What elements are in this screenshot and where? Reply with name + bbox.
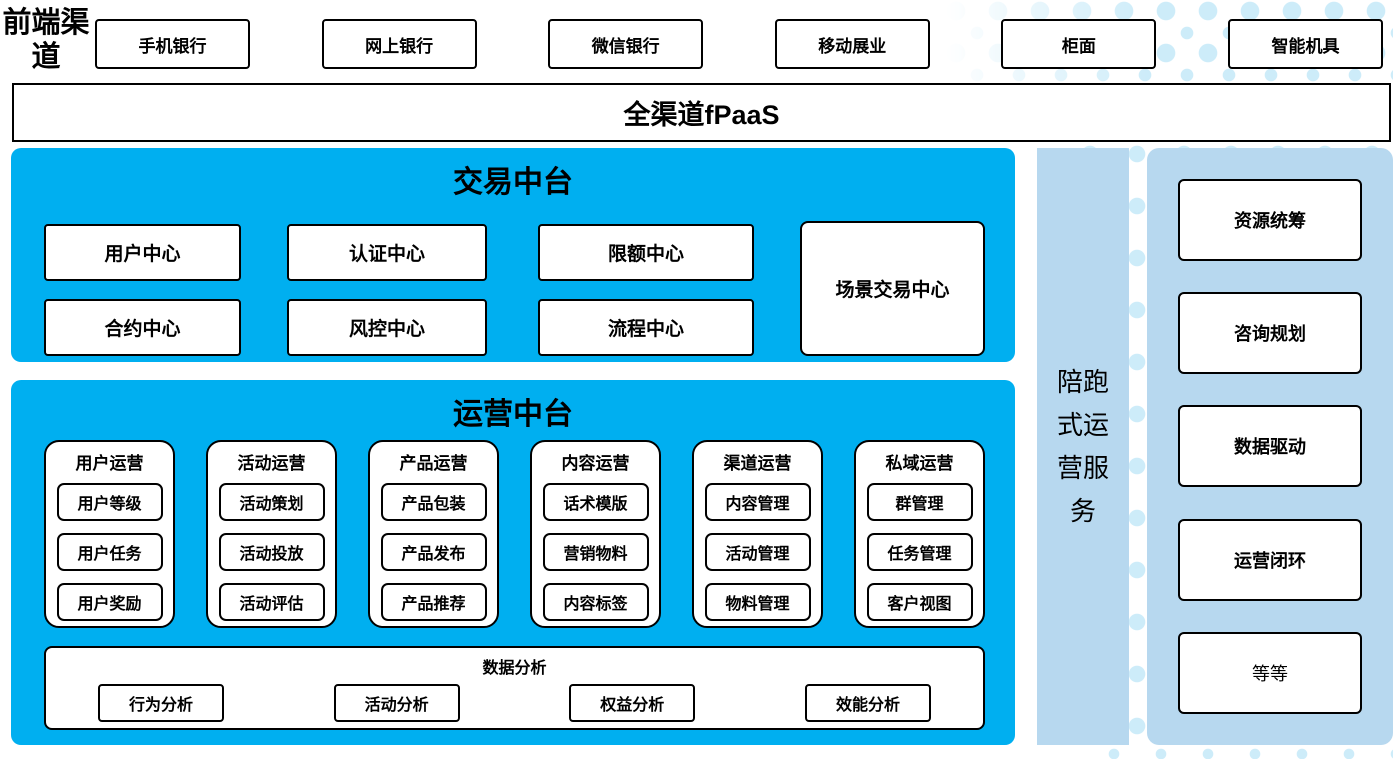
data-analysis-row: 行为分析 活动分析 权益分析 效能分析 — [98, 684, 931, 722]
ops-column-title: 渠道运营 — [723, 454, 792, 473]
ops-item: 产品推荐 — [380, 583, 487, 621]
ops-item: 物料管理 — [704, 583, 811, 621]
ops-column-content: 内容运营 话术模版 营销物料 内容标签 — [530, 440, 661, 628]
ops-item: 内容管理 — [704, 483, 811, 521]
trade-platform-title: 交易中台 — [453, 166, 573, 199]
channel-box-mobile-banking: 手机银行 — [95, 19, 250, 69]
ops-item: 客户视图 — [866, 583, 973, 621]
ops-item: 活动策划 — [218, 483, 325, 521]
service-box-data-driven: 数据驱动 — [1178, 405, 1362, 488]
service-box-ops-loop: 运营闭环 — [1178, 518, 1362, 601]
ops-item: 活动投放 — [218, 533, 325, 571]
ops-item: 活动评估 — [218, 583, 325, 621]
trade-box-auth-center: 认证中心 — [287, 224, 487, 281]
ops-item: 话术模版 — [542, 483, 649, 521]
ops-item: 营销物料 — [542, 533, 649, 571]
ops-column-private-domain: 私域运营 群管理 任务管理 客户视图 — [854, 440, 985, 628]
ops-item: 产品包装 — [380, 483, 487, 521]
ops-platform-section: 运营中台 用户运营 用户等级 用户任务 用户奖励 活动运营 活动策划 活动投放 … — [11, 380, 1015, 745]
service-box-etc: 等等 — [1178, 631, 1362, 714]
ops-item: 活动管理 — [704, 533, 811, 571]
trade-box-scene-trade-center: 场景交易中心 — [800, 221, 985, 356]
ops-item: 用户奖励 — [56, 583, 163, 621]
data-analysis-title: 数据分析 — [482, 660, 547, 677]
channel-box-online-banking: 网上银行 — [321, 19, 477, 69]
accompany-service-label: 陪跑式运营服务 — [1056, 366, 1109, 526]
ops-item: 产品发布 — [380, 533, 487, 571]
channel-box-mobile-marketing: 移动展业 — [774, 19, 930, 69]
front-channels-row: 手机银行 网上银行 微信银行 移动展业 柜面 智能机具 — [95, 19, 1383, 69]
service-box-resource-planning: 资源统筹 — [1178, 179, 1362, 262]
ops-column-title: 用户运营 — [75, 454, 144, 473]
fpaas-bar: 全渠道fPaaS — [12, 83, 1391, 142]
ops-column-user: 用户运营 用户等级 用户任务 用户奖励 — [44, 440, 175, 628]
ops-item: 用户等级 — [56, 483, 163, 521]
analysis-box-rights: 权益分析 — [569, 684, 696, 722]
front-channels-label: 前端渠道 — [2, 7, 90, 73]
service-box-consulting: 咨询规划 — [1178, 292, 1362, 375]
ops-item: 用户任务 — [56, 533, 163, 571]
trade-box-user-center: 用户中心 — [44, 224, 241, 281]
analysis-box-behavior: 行为分析 — [98, 684, 224, 722]
ops-item: 群管理 — [866, 483, 973, 521]
channel-box-counter: 柜面 — [1001, 19, 1157, 69]
ops-column-channel: 渠道运营 内容管理 活动管理 物料管理 — [692, 440, 823, 628]
ops-item: 任务管理 — [866, 533, 973, 571]
ops-column-title: 产品运营 — [399, 454, 468, 473]
trade-platform-section: 交易中台 用户中心 认证中心 限额中心 合约中心 风控中心 流程中心 场景交易中… — [11, 148, 1015, 362]
ops-platform-title: 运营中台 — [453, 398, 573, 431]
data-analysis-panel: 数据分析 行为分析 活动分析 权益分析 效能分析 — [44, 646, 985, 730]
analysis-box-efficiency: 效能分析 — [804, 684, 931, 722]
channel-box-smart-devices: 智能机具 — [1227, 19, 1383, 69]
side-services-column: 资源统筹 咨询规划 数据驱动 运营闭环 等等 — [1147, 148, 1393, 745]
ops-column-product: 产品运营 产品包装 产品发布 产品推荐 — [368, 440, 499, 628]
ops-columns-row: 用户运营 用户等级 用户任务 用户奖励 活动运营 活动策划 活动投放 活动评估 … — [44, 440, 985, 628]
ops-column-title: 内容运营 — [561, 454, 630, 473]
ops-item: 内容标签 — [542, 583, 649, 621]
trade-box-risk-center: 风控中心 — [287, 299, 487, 356]
trade-box-contract-center: 合约中心 — [44, 299, 241, 356]
ops-column-activity: 活动运营 活动策划 活动投放 活动评估 — [206, 440, 337, 628]
channel-box-wechat-banking: 微信银行 — [548, 19, 704, 69]
ops-column-title: 活动运营 — [237, 454, 306, 473]
trade-box-process-center: 流程中心 — [538, 299, 754, 356]
accompany-service-column: 陪跑式运营服务 — [1037, 148, 1129, 745]
trade-box-limit-center: 限额中心 — [538, 224, 754, 281]
ops-column-title: 私域运营 — [885, 454, 954, 473]
analysis-box-activity: 活动分析 — [333, 684, 460, 722]
